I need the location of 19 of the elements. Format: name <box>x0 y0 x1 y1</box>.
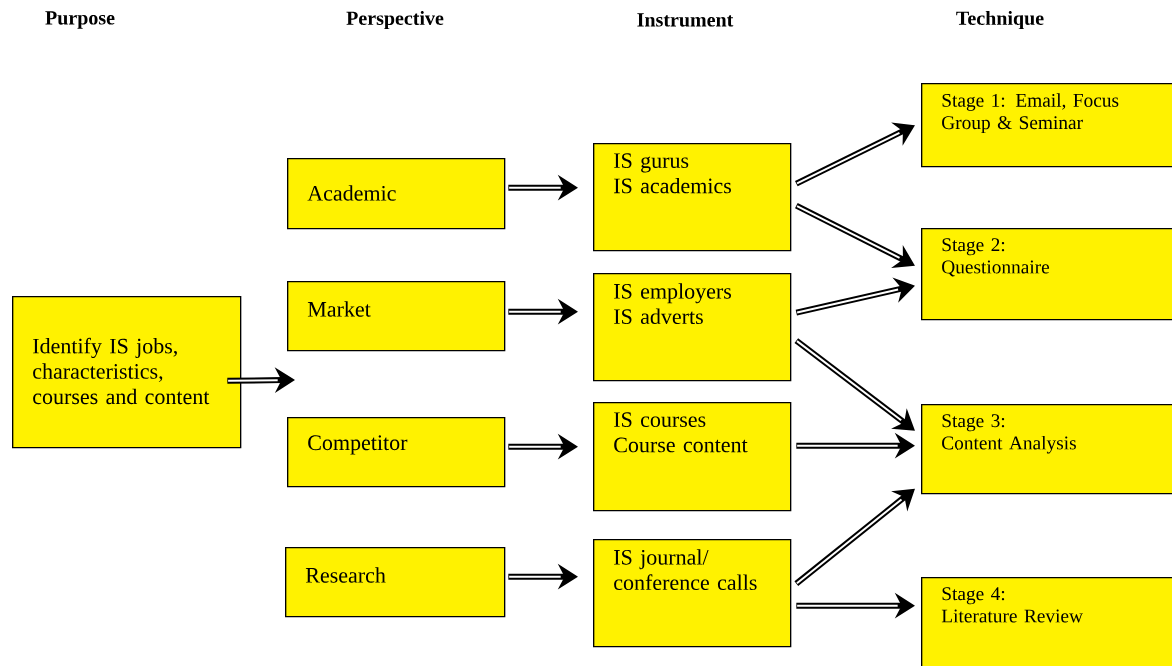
process-box: IS courses Course content <box>593 402 792 512</box>
process-box: IS gurus IS academics <box>593 143 792 252</box>
column-heading: Instrument <box>637 13 734 27</box>
process-box: Stage 3: Content Analysis <box>921 404 1172 495</box>
process-box: Stage 1: Email, Focus Group & Seminar <box>921 83 1172 168</box>
process-box: IS employers IS adverts <box>593 273 792 382</box>
column-heading: Purpose <box>45 11 115 29</box>
process-box: Stage 2: Questionnaire <box>921 228 1172 321</box>
process-box: Identify IS jobs, characteristics, courses and content <box>12 296 242 449</box>
column-heading: Perspective <box>346 10 444 30</box>
process-box: Market <box>287 281 506 352</box>
process-box: Academic <box>287 158 506 230</box>
process-box: IS journal/ conference calls <box>593 539 792 648</box>
column-heading: Technique <box>956 10 1044 30</box>
process-box: Competitor <box>287 417 506 488</box>
arrow <box>794 488 915 586</box>
process-box: Stage 4: Literature Review <box>921 577 1172 666</box>
process-box: Research <box>285 547 506 618</box>
arrow <box>794 338 915 431</box>
